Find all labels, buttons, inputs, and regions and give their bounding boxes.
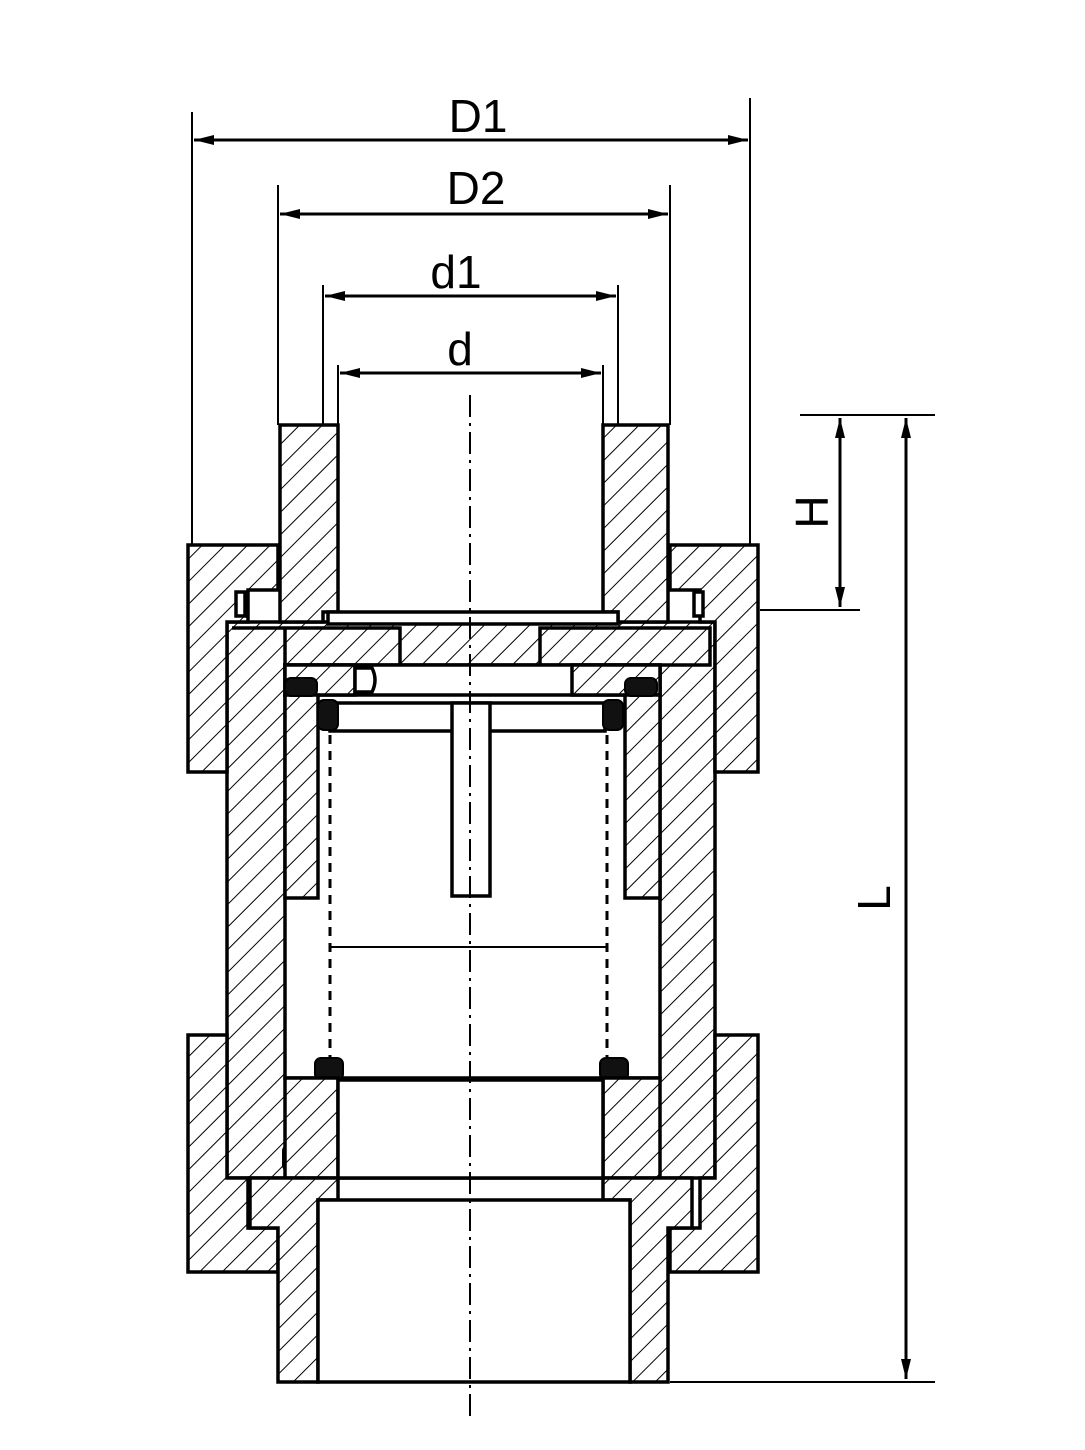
label-d: d: [447, 323, 473, 375]
dimension-L: L: [848, 418, 911, 1379]
label-D2: D2: [447, 162, 506, 214]
dimension-D2: D2: [280, 162, 668, 219]
label-L: L: [848, 885, 900, 911]
dimension-H: H: [786, 418, 845, 607]
lower-body: [283, 1076, 662, 1180]
label-D1: D1: [449, 90, 508, 142]
lower-socket: [248, 1176, 694, 1384]
dimension-d1: d1: [325, 246, 616, 301]
upper-union-nut: [186, 543, 760, 774]
upper-socket: [278, 423, 670, 626]
valve-disc: [328, 701, 609, 1060]
lower-union-nut: [186, 1033, 760, 1274]
label-H: H: [786, 495, 838, 528]
label-d1: d1: [430, 246, 481, 298]
extension-lines: [191, 98, 935, 1383]
dimension-D1: D1: [194, 90, 748, 145]
dimension-d: d: [340, 323, 601, 378]
seat-insert: [232, 626, 712, 697]
